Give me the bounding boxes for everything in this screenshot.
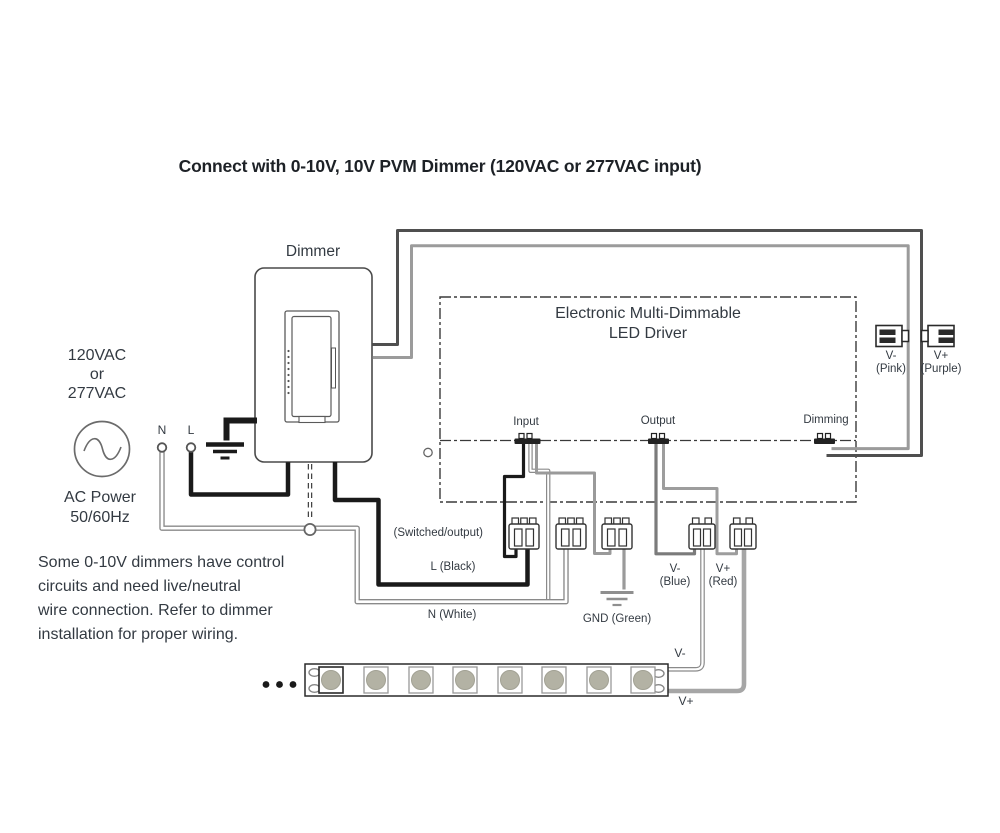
vminus-blue-color: (Blue)	[659, 576, 691, 588]
wire-driver-input-ground	[535, 444, 612, 555]
wire-output-vminus	[654, 444, 697, 556]
port-output-label: Output	[640, 415, 676, 427]
strip-vplus-label: V+	[678, 694, 694, 708]
voltage-line-1: 120VAC	[67, 347, 127, 364]
vplus-red-color: (Red)	[708, 576, 738, 588]
driver-outline	[423, 296, 857, 503]
terminal-block-neutral	[555, 517, 587, 550]
vminus-blue-label: V-	[669, 563, 681, 575]
terminal-block-switched	[508, 517, 540, 550]
wire-live-feed-black	[188, 451, 291, 497]
wire-strip-vplus	[666, 549, 747, 694]
connector-pink	[875, 324, 910, 348]
live-terminal-circle	[185, 442, 197, 453]
note-line-3: wire connection. Refer to dimmer	[38, 602, 273, 619]
driver-name-line-2: LED Driver	[608, 325, 688, 342]
wire-neutral-white	[159, 451, 569, 605]
dimmer-label: Dimmer	[285, 243, 341, 260]
driver-edge-ear	[423, 447, 433, 458]
input-stub	[514, 432, 541, 444]
wire-switched-output-black	[332, 462, 530, 587]
wire-output-vplus	[662, 444, 738, 556]
neutral-wire-label: N (White)	[427, 609, 477, 621]
wire-driver-input-live	[502, 444, 526, 559]
led-strip	[304, 663, 669, 697]
sine-wave-icon	[83, 437, 122, 461]
ac-power-line-2: 50/60Hz	[70, 509, 130, 526]
ground-wire-label: GND (Green)	[582, 613, 652, 625]
wire-driver-input-neutral	[528, 444, 551, 602]
neutral-terminal-circle	[156, 442, 168, 453]
vplus-purple-color: (Purple)	[920, 363, 962, 375]
gnd-ground-symbol	[600, 549, 634, 607]
port-dimming-label: Dimming	[803, 414, 849, 426]
terminal-block-ground	[601, 517, 633, 550]
connector-purple	[920, 324, 955, 348]
vminus-pink-label: V-	[885, 350, 897, 362]
voltage-line-2: or	[89, 366, 105, 383]
vplus-purple-label: V+	[933, 350, 949, 362]
voltage-line-3: 277VAC	[67, 385, 127, 402]
dimming-stub	[814, 432, 835, 444]
led-chips	[318, 666, 656, 694]
terminal-block-vminus	[688, 517, 716, 550]
dimmer-paddle	[291, 315, 332, 418]
neutral-terminal-label: N	[157, 423, 167, 437]
note-line-2: circuits and need live/neutral	[38, 578, 241, 595]
junction-node	[303, 523, 317, 537]
ac-source-symbol	[73, 420, 131, 478]
switched-output-label: (Switched/output)	[393, 527, 484, 539]
ac-power-line-1: AC Power	[63, 489, 137, 506]
dimmer-led-dots	[287, 349, 290, 395]
dimmer-slider	[331, 347, 336, 389]
note-line-1: Some 0-10V dimmers have control	[38, 554, 285, 571]
port-input-label: Input	[513, 416, 539, 428]
page-title: Connect with 0-10V, 10V PVM Dimmer (120V…	[178, 156, 702, 176]
wire-strip-vminus	[666, 549, 705, 672]
wire-dimming-positive	[372, 229, 923, 457]
strip-vminus-label: V-	[674, 646, 686, 660]
note-line-4: installation for proper wiring.	[38, 626, 239, 643]
wire-dimming-negative	[372, 244, 910, 451]
live-terminal-label: L	[187, 423, 195, 437]
vplus-red-label: V+	[715, 563, 731, 575]
driver-name-line-1: Electronic Multi-Dimmable	[555, 305, 741, 322]
vminus-pink-color: (Pink)	[875, 363, 907, 375]
output-stub	[648, 432, 669, 444]
live-wire-label: L (Black)	[430, 561, 476, 573]
dimmer-bottom-tab	[298, 415, 326, 424]
continuation-dots-icon	[262, 681, 297, 688]
dimmer-wallplate	[254, 267, 373, 463]
terminal-block-vplus	[729, 517, 757, 550]
earth-ground-symbol	[206, 417, 257, 460]
